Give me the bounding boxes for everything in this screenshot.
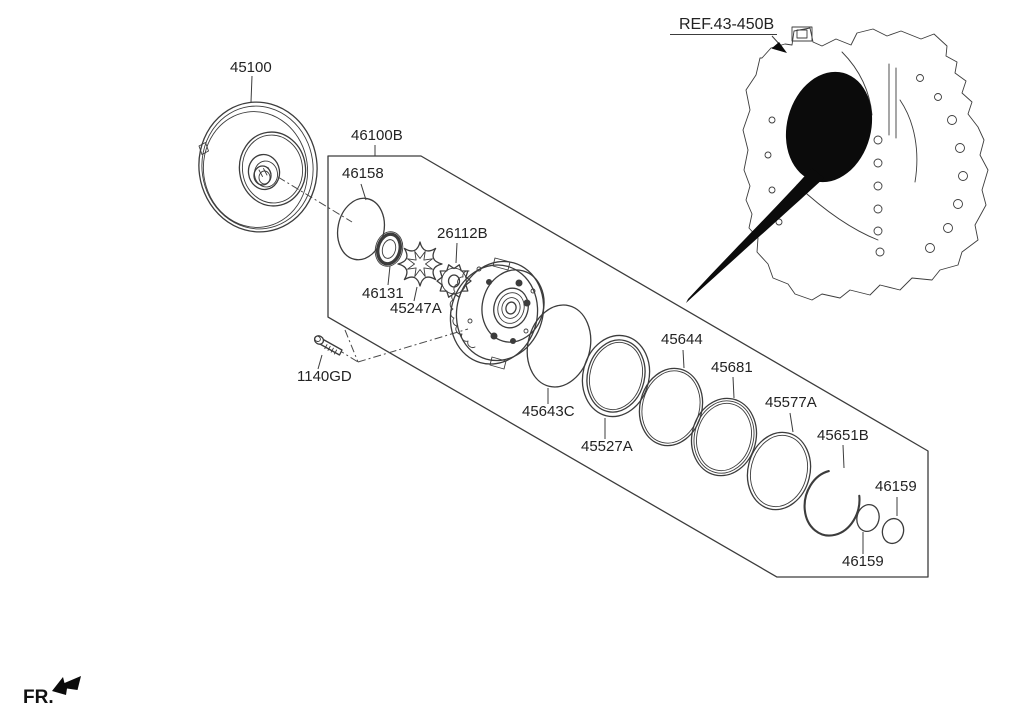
ref-arrow	[670, 34, 787, 53]
part-label-26112B: 26112B	[437, 225, 488, 242]
ring-45643C-drawing	[526, 304, 592, 388]
bell-housing-opening	[785, 71, 873, 183]
inner-rotor-drawing	[397, 241, 443, 287]
part-label-45247A: 45247A	[390, 300, 442, 317]
part-label-46158: 46158	[342, 165, 384, 182]
part-label-45644: 45644	[661, 331, 703, 348]
leader-lines	[250, 75, 898, 554]
transaxle-assembly-drawing	[686, 26, 989, 303]
ring-46159-left-drawing	[856, 503, 880, 533]
part-label-45681: 45681	[711, 359, 753, 376]
snap-ring-drawing	[803, 470, 861, 537]
pointer-swoosh	[686, 168, 824, 303]
part-label-46159-right: 46159	[875, 478, 917, 495]
ring-45527A-drawing	[581, 334, 651, 418]
fr-direction-arrow-icon	[52, 676, 81, 695]
part-label-45577A: 45577A	[765, 394, 817, 411]
o-ring-large-drawing	[336, 197, 386, 261]
part-label-1140GD: 1140GD	[297, 368, 352, 385]
part-label-46131: 46131	[362, 285, 404, 302]
oil-pump-kit-box	[327, 155, 929, 578]
part-label-45527A: 45527A	[581, 438, 633, 455]
ring-45644-drawing	[638, 367, 704, 447]
fr-direction-label: FR.	[23, 687, 54, 708]
ring-45577A-drawing	[746, 431, 812, 511]
part-label-45100: 45100	[230, 59, 272, 76]
part-label-46159-left: 46159	[842, 553, 884, 570]
ring-46159-right-drawing	[881, 517, 905, 545]
part-label-45643C: 45643C	[522, 403, 575, 420]
bolt-bosses	[764, 74, 968, 257]
oil-pump-housing-drawing	[449, 257, 545, 370]
ref-link-43-450B[interactable]: REF.43-450B	[679, 16, 775, 33]
part-label-46100B: 46100B	[351, 127, 403, 144]
bolt-drawing	[313, 335, 343, 356]
part-label-45651B: 45651B	[817, 427, 869, 444]
ring-45681-drawing	[690, 397, 758, 477]
torque-converter-drawing	[198, 101, 318, 233]
oil-pump-seal-drawing	[374, 231, 404, 267]
converter-lug	[198, 142, 209, 155]
